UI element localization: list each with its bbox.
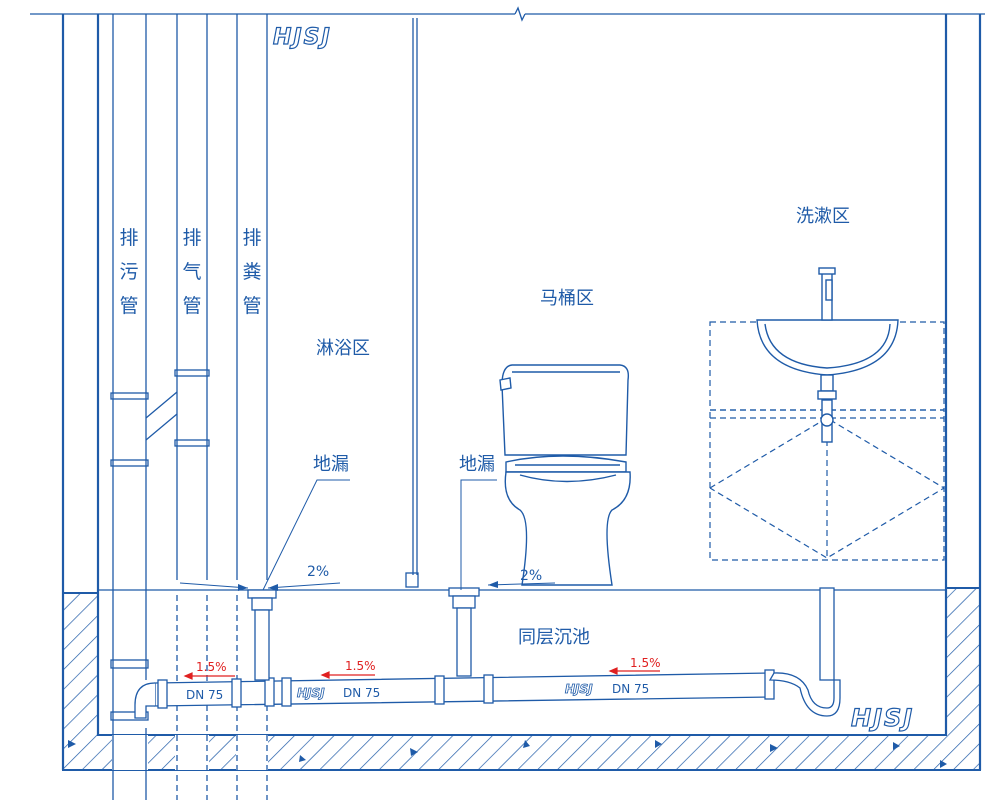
toilet-bowl [504,471,631,586]
feces-label-2: 粪 [242,261,261,283]
sewage-label-1: 排 [119,227,138,249]
vent-coupling-2 [174,439,210,447]
pipe-coupling-3 [264,677,275,707]
floor-drain-toilet [448,587,480,597]
toilet [499,364,631,586]
logo-pipe-2: HJSJ [565,682,593,696]
sewage-coupling-1 [110,392,149,400]
vent-label-3: 管 [182,295,201,317]
pipe-coupling-2 [231,678,242,708]
basin-outlet [820,374,834,392]
logo-bottom-right: HJSJ [851,704,914,732]
zone-shower: 淋浴区 [316,338,370,359]
toilet-tank [501,364,630,456]
pipe-coupling-5 [434,675,445,705]
dn-label-1: DN 75 [186,688,223,702]
vent-label-2: 气 [182,261,201,283]
p-trap [768,672,841,717]
drain-pipe-main [154,672,771,707]
dn-label-2: DN 75 [343,686,380,700]
leader-drain-left [262,479,350,591]
zone-wash: 洗漱区 [796,206,850,227]
sewage-coupling-2 [110,459,149,467]
shower-drain-riser [254,609,270,681]
slope-left-label: 2% [307,564,329,580]
basin-drain-riser [819,587,835,681]
pipe-coupling-1 [157,679,168,709]
slope-mid-label: 2% [520,568,542,584]
toilet-seat [505,455,627,473]
structural-slab [62,587,981,771]
floor-drain-label-mid: 地漏 [459,454,495,475]
zone-toilet: 马桶区 [540,288,594,309]
sewage-label-2: 污 [119,261,138,283]
partition-foot [405,572,419,588]
pipe-coupling-7 [764,669,775,700]
wash-basin [756,267,899,443]
toilet-drain-riser [456,607,472,677]
break-mark [514,6,526,22]
pipe-coupling-4 [281,677,292,707]
vent-coupling-1 [174,369,210,377]
pipe-slope-label-1: 1.5% [196,660,227,674]
pipe-coupling-6 [483,674,494,704]
sewage-coupling-3 [110,659,149,669]
pipe-elbow-stack [134,682,156,719]
feces-label-1: 排 [242,227,261,249]
leader-drain-mid [460,479,497,590]
floor-drain-shower [247,589,277,599]
dn-label-3: DN 75 [612,682,649,696]
zone-sunken: 同层沉池 [518,627,590,648]
sewage-coupling-4 [110,711,149,721]
logo-top: HJSJ [273,25,332,50]
vent-label-1: 排 [182,227,201,249]
sewage-label-3: 管 [119,295,138,317]
pipe-slope-label-2: 1.5% [345,659,376,673]
floor-drain-label-left: 地漏 [313,454,349,475]
feces-label-3: 管 [242,295,261,317]
pipe-slope-label-3: 1.5% [630,656,661,670]
vent-connector [145,391,178,441]
logo-pipe-1: HJSJ [297,686,325,700]
